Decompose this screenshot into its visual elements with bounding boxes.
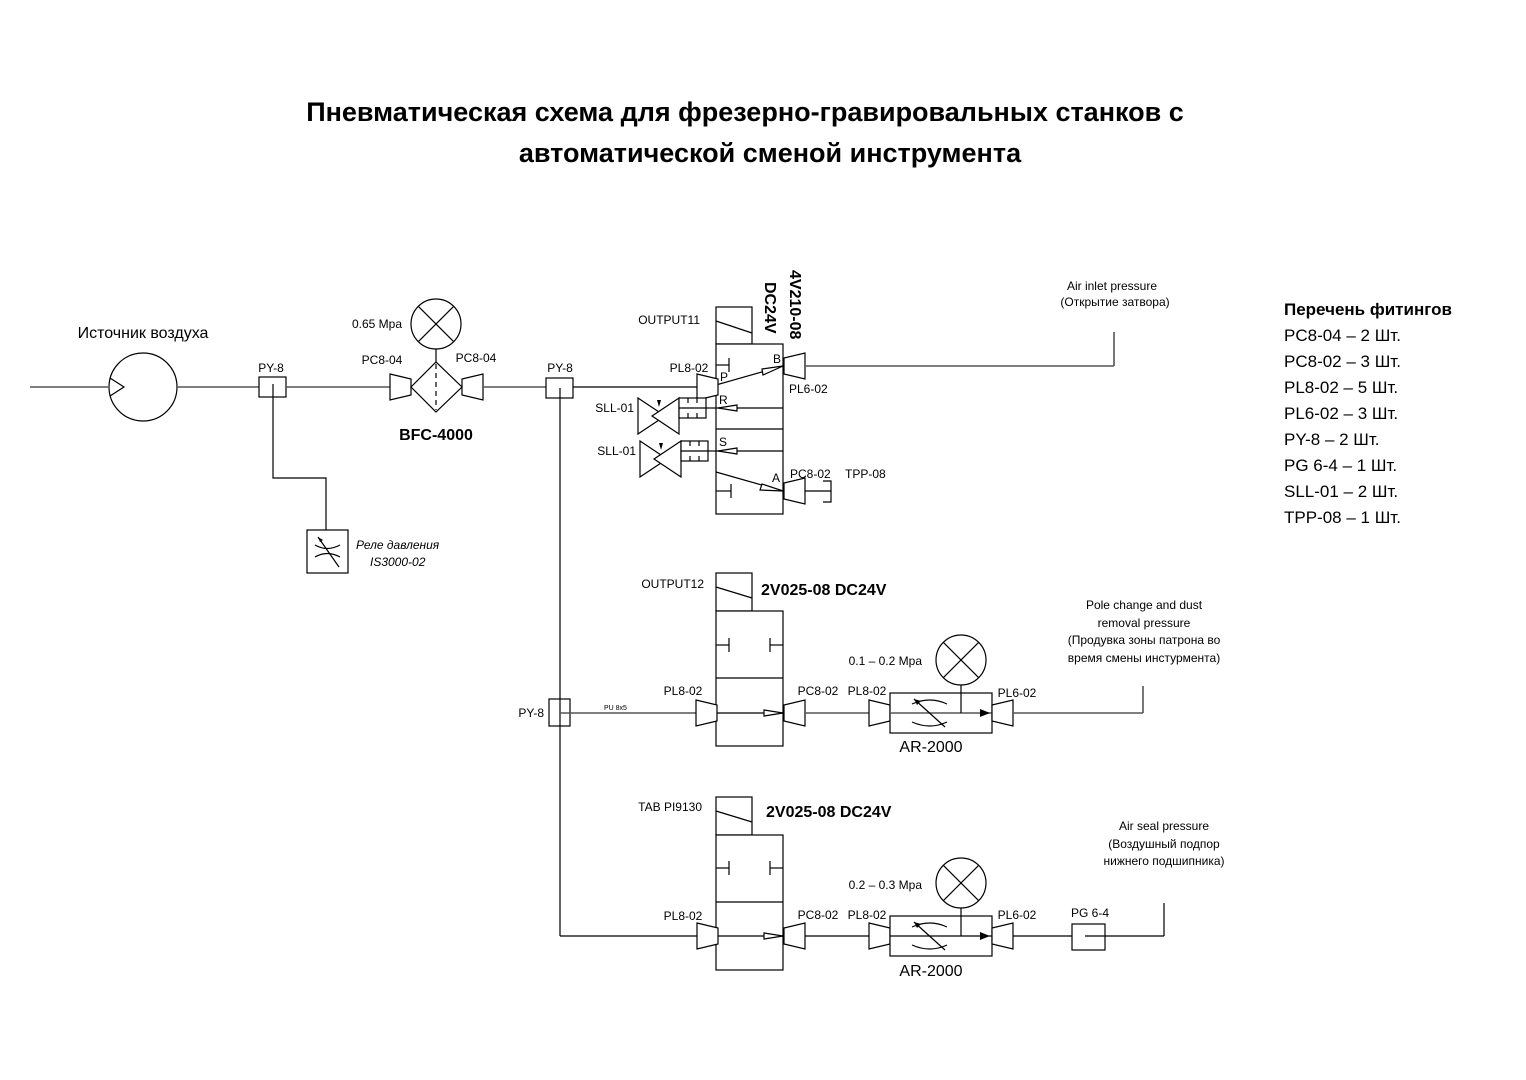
regulator-ar2000-1 bbox=[889, 692, 993, 734]
reg1-outlet-fitting bbox=[991, 699, 1014, 727]
pressure-relay-label-2: IS3000-02 bbox=[370, 555, 426, 569]
reg1-model: AR-2000 bbox=[899, 739, 962, 756]
valve3-outlet-fitting bbox=[783, 922, 806, 950]
valve1-p-fitting-label: PL8-02 bbox=[670, 361, 709, 375]
port-b: B bbox=[773, 352, 781, 366]
tee-fitting-1 bbox=[258, 376, 287, 398]
air-source bbox=[30, 352, 259, 422]
plug-label: TPP-08 bbox=[845, 467, 886, 481]
filter-inlet-fitting bbox=[389, 373, 412, 401]
valve3-signal: TAB PI9130 bbox=[638, 800, 702, 814]
reg1-gauge-icon bbox=[935, 634, 987, 686]
valve1-p-fitting bbox=[696, 373, 719, 401]
reg2-outlet-fitting bbox=[991, 922, 1014, 950]
valve1-a-fitting-label: PC8-02 bbox=[790, 467, 831, 481]
valve3-output-3: нижнего подшипника) bbox=[1103, 854, 1224, 868]
valve2-inlet-label: PL8-02 bbox=[664, 684, 703, 698]
reg2-model: AR-2000 bbox=[899, 963, 962, 980]
fittings-list-item: PC8-02 – 3 Шт. bbox=[1284, 352, 1401, 371]
valve2-outlet-fitting bbox=[783, 699, 806, 727]
valve2-model: 2V025-08 DC24V bbox=[761, 582, 887, 599]
valve1-output-1: Air inlet pressure bbox=[1067, 279, 1157, 293]
valve3-inlet-fitting bbox=[696, 922, 719, 950]
filter-bfc bbox=[410, 349, 463, 413]
valve2-output-1: Pole change and dust bbox=[1086, 598, 1203, 612]
reg2-inlet-fitting bbox=[868, 922, 891, 950]
regulator-ar2000-2 bbox=[889, 915, 993, 957]
silencer-2-label: SLL-01 bbox=[597, 444, 636, 458]
reg1-inlet-label: PL8-02 bbox=[848, 684, 887, 698]
valve1-model-1: 4V210-08 bbox=[786, 270, 803, 339]
silencer-2 bbox=[639, 439, 718, 479]
fittings-list-item: TPP-08 – 1 Шт. bbox=[1284, 508, 1401, 527]
title-line-2: автоматической сменой инструмента bbox=[519, 138, 1022, 168]
reg2-gauge-label: 0.2 – 0.3 Mpa bbox=[849, 878, 923, 892]
tee-fitting-2 bbox=[545, 377, 574, 399]
reg1-outlet-label: PL6-02 bbox=[998, 686, 1037, 700]
valve1-b-fitting bbox=[783, 352, 806, 380]
reg2-outlet-label: PL6-02 bbox=[998, 908, 1037, 922]
fittings-list-heading: Перечень фитингов bbox=[1284, 300, 1452, 319]
silencer-1 bbox=[637, 396, 718, 436]
pressure-relay-label-1: Реле давления bbox=[356, 538, 440, 552]
valve3-outlet-label: PC8-02 bbox=[798, 908, 839, 922]
tee-fitting-2-label: PY-8 bbox=[547, 361, 573, 375]
reg2-gauge-icon bbox=[935, 857, 987, 909]
pg-fitting bbox=[1071, 923, 1106, 951]
valve2-outlet-label: PC8-02 bbox=[798, 684, 839, 698]
port-s: S bbox=[719, 435, 727, 449]
filter-model: BFC-4000 bbox=[399, 427, 473, 444]
valve-4v210 bbox=[715, 306, 784, 515]
fittings-list-item: PL8-02 – 5 Шт. bbox=[1284, 378, 1398, 397]
valve1-model-2: DC24V bbox=[761, 282, 778, 334]
valve3-output-1: Air seal pressure bbox=[1119, 819, 1209, 833]
valve3-model: 2V025-08 DC24V bbox=[766, 804, 892, 821]
filter-gauge-icon bbox=[410, 298, 462, 350]
filter-outlet-fitting bbox=[461, 373, 484, 401]
valve2-inlet-fitting bbox=[695, 699, 718, 727]
filter-gauge-label: 0.65 Mpa bbox=[352, 317, 402, 331]
fittings-list: Перечень фитингов PC8-04 – 2 Шт. PC8-02 … bbox=[1284, 300, 1452, 527]
fittings-list-item: PL6-02 – 3 Шт. bbox=[1284, 404, 1398, 423]
port-r: R bbox=[719, 393, 728, 407]
silencer-1-label: SLL-01 bbox=[595, 401, 634, 415]
pressure-relay bbox=[306, 529, 349, 574]
valve1-a-fitting bbox=[783, 477, 806, 505]
valve3-inlet-label: PL8-02 bbox=[664, 909, 703, 923]
fittings-list-item: PC8-04 – 2 Шт. bbox=[1284, 326, 1401, 345]
filter-inlet-label: PC8-04 bbox=[362, 353, 403, 367]
fittings-list-item: SLL-01 – 2 Шт. bbox=[1284, 482, 1398, 501]
valve1-b-fitting-label: PL6-02 bbox=[789, 382, 828, 396]
valve3-output-2: (Воздушный подпор bbox=[1108, 837, 1220, 851]
tee-fitting-1-label: PY-8 bbox=[258, 361, 284, 375]
port-p: P bbox=[720, 370, 728, 384]
fittings-list-item: PY-8 – 2 Шт. bbox=[1284, 430, 1380, 449]
port-a: A bbox=[772, 471, 780, 485]
valve-2v025-1 bbox=[715, 572, 784, 747]
title-line-1: Пневматическая схема для фрезерно-гравир… bbox=[306, 97, 1184, 127]
valve1-signal: OUTPUT11 bbox=[638, 313, 700, 327]
tube-label: PU 8x5 bbox=[604, 705, 627, 712]
air-source-label: Источник воздуха bbox=[78, 325, 209, 342]
valve-2v025-2 bbox=[715, 796, 784, 971]
valve1-output-2: (Открытие затвора) bbox=[1060, 295, 1169, 309]
reg1-inlet-fitting bbox=[868, 699, 891, 727]
pg-fitting-label: PG 6-4 bbox=[1071, 906, 1109, 920]
valve2-output-2: removal pressure bbox=[1098, 616, 1191, 630]
valve2-output-4: время смены инстурмента) bbox=[1068, 651, 1220, 665]
valve2-output-3: (Продувка зоны патрона во bbox=[1068, 633, 1221, 647]
reg1-gauge-label: 0.1 – 0.2 Mpa bbox=[849, 654, 923, 668]
tee-fitting-3-label: PY-8 bbox=[518, 706, 544, 720]
filter-outlet-label: PC8-04 bbox=[456, 351, 497, 365]
valve2-signal: OUTPUT12 bbox=[641, 577, 704, 591]
fittings-list-item: PG 6-4 – 1 Шт. bbox=[1284, 456, 1397, 475]
reg2-inlet-label: PL8-02 bbox=[848, 908, 887, 922]
